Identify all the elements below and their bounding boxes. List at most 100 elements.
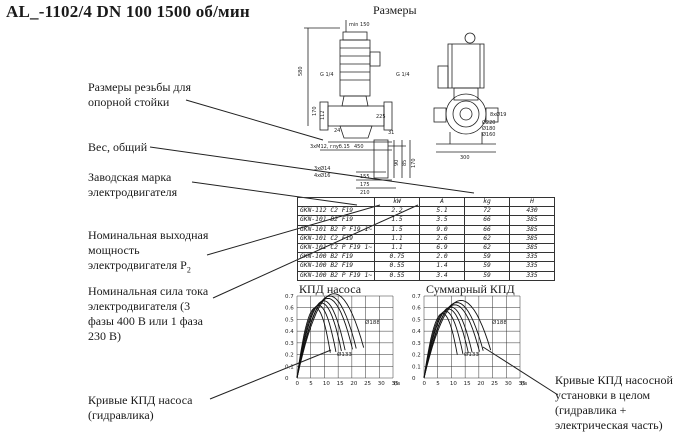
svg-text:90: 90 [394,160,400,166]
front-view-drawing: 8xØ19 Ø220 Ø180 Ø160 300 [433,32,506,161]
leader-thread [185,99,324,141]
x-tick-label: 0 [423,381,427,387]
label-thread-size: Размеры резьбы для опорной стойки [88,80,192,109]
dimensions-title: Размеры [373,3,417,17]
efficiency-curve [296,304,337,379]
motor-model-cell: GKN-100 B2 F19 [296,252,376,263]
motor-model-cell: GKN-112 C2 F19 [296,206,376,217]
svg-text:112: 112 [320,110,326,120]
svg-text:85: 85 [402,160,408,166]
y-tick-label: 0.5 [412,317,421,323]
value-cell: 385 [509,233,556,244]
value-cell: 335 [509,270,556,281]
value-cell: 59 [464,261,511,272]
curve-label-188: Ø188 [492,319,507,326]
curve-label-133: Ø133 [464,351,479,358]
svg-text:300: 300 [460,155,470,161]
svg-text:G 1/4: G 1/4 [320,72,334,78]
curve-label-133: Ø133 [337,351,352,358]
label-weight: Вес, общий [88,140,148,154]
value-cell: 335 [509,261,556,272]
x-tick-label: 10 [450,381,457,387]
y-tick-label: 0.6 [285,306,294,312]
x-tick-label: 30 [505,381,512,387]
y-tick-label: 0.3 [412,341,421,347]
label-pump-efficiency-curves: Кривые КПД насоса (гидравлика) [88,393,193,422]
value-cell: 335 [509,252,556,263]
efficiency-curve [296,295,357,379]
value-cell: 1.4 [419,261,466,272]
y-tick-label: 0.1 [285,364,294,370]
x-tick-label: 15 [337,381,344,387]
svg-text:155: 155 [360,174,370,180]
svg-text:580: 580 [298,66,304,76]
motor-model-cell: GKN-101 B2 F19 [296,215,376,226]
motor-model-cell: GKN-101 C2 P F19 1~ [296,242,376,254]
efficiency-curve [423,308,469,379]
y-tick-label: 0.7 [412,294,421,300]
y-tick-label: 0.2 [412,353,421,359]
efficiency-curve [423,302,484,379]
value-cell: 59 [464,252,511,263]
page-title: AL_-1102/4 DN 100 1500 об/мин [6,2,250,21]
motor-model-cell: GKN-101 C2 F19 [296,233,376,244]
motor-model-cell: GKN-101 B2 P F19 1~ [296,224,376,235]
value-cell: 6.9 [419,242,466,254]
svg-text:Ø180: Ø180 [482,125,495,132]
value-cell: 1.5 [374,215,421,226]
svg-text:450: 450 [354,144,364,150]
svg-text:170: 170 [411,158,417,168]
efficiency-curve [296,302,342,379]
label-rated-current: Номинальная сила тока электродвигателя (… [88,284,209,343]
y-tick-label: 0.1 [412,364,421,370]
label-motor-mark: Заводская марка электродвигателя [88,170,178,199]
curve-label-188: Ø188 [365,319,380,326]
value-cell: 2.0 [419,252,466,263]
svg-text:3xM12, глуб.15: 3xM12, глуб.15 [310,144,350,150]
svg-text:min 150: min 150 [349,22,370,28]
value-cell: 2.2 [374,206,421,217]
efficiency-curve [423,304,480,379]
value-cell: 5.1 [419,206,466,217]
value-cell: 1.1 [374,233,421,244]
leader-total-curves [482,346,559,396]
x-tick-label: 30 [378,381,385,387]
y-tick-label: 0.2 [285,353,294,359]
value-cell: 2.6 [419,233,466,244]
y-tick-label: 0.6 [412,306,421,312]
svg-text:G 1/4: G 1/4 [396,72,410,78]
svg-text:Ø220: Ø220 [482,119,495,126]
svg-text:210: 210 [360,190,370,196]
svg-text:24: 24 [334,128,340,134]
label-rated-power: Номинальная выходная мощность электродви… [88,228,209,275]
value-cell: 1.1 [374,242,421,254]
svg-text:3xØ14: 3xØ14 [314,165,330,172]
value-cell: 62 [464,242,511,254]
x-tick-label: 25 [364,381,371,387]
svg-text:31: 31 [388,130,394,136]
y-tick-label: 0.3 [285,341,294,347]
motor-model-cell: GKN-100 B2 P F19 1~ [296,270,376,281]
efficiency-curve [296,293,365,379]
value-cell: 59 [464,270,511,281]
y-tick-label: 0 [285,376,289,382]
efficiency-curve [423,312,458,379]
value-cell: 3.4 [419,270,466,281]
value-cell: 430 [509,206,556,217]
value-cell: 0.55 [374,270,421,281]
y-tick-label: 0.7 [285,294,294,300]
x-tick-label: 35 [392,381,399,387]
x-tick-label: 0 [296,381,300,387]
value-cell: 1.5 [374,224,421,235]
efficiency-curve [296,297,353,379]
svg-text:175: 175 [360,182,370,188]
value-cell: 385 [509,215,556,226]
